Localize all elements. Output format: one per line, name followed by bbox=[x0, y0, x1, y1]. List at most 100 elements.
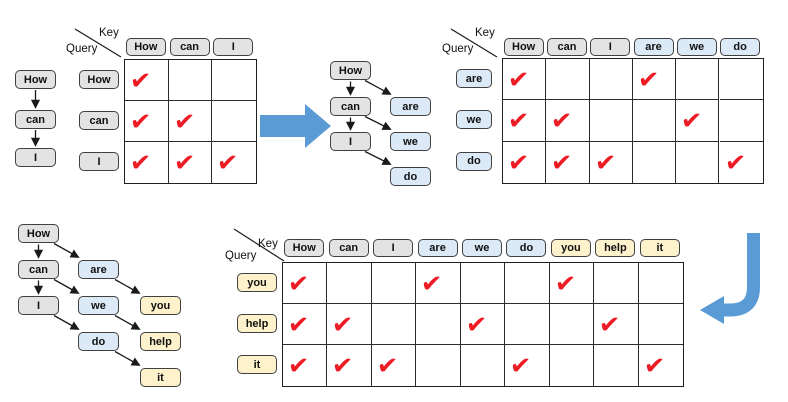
mask-cell: ✔ bbox=[125, 142, 169, 183]
query-box: it bbox=[237, 355, 277, 374]
mask-cell bbox=[719, 59, 763, 101]
chain-token: How bbox=[18, 224, 59, 243]
mask-cell bbox=[505, 304, 550, 345]
key-box: are bbox=[633, 38, 674, 56]
mask-cell: ✔ bbox=[590, 141, 633, 183]
check-icon: ✔ bbox=[550, 105, 574, 136]
key-box: How bbox=[125, 38, 166, 56]
check-icon: ✔ bbox=[507, 147, 530, 178]
generated-token: help bbox=[140, 332, 181, 351]
key-box: you bbox=[550, 239, 591, 257]
query-box: I bbox=[79, 152, 119, 171]
mask-cell: ✔ bbox=[125, 60, 169, 101]
chain-token: can bbox=[18, 260, 59, 279]
generated-token: we bbox=[390, 132, 431, 151]
chain-token: can bbox=[15, 110, 56, 129]
query-box: How bbox=[79, 70, 119, 89]
mask-cell bbox=[638, 263, 684, 304]
key-axis-label: Key bbox=[475, 27, 495, 39]
mask-cell bbox=[633, 141, 677, 183]
mask-cell: ✔ bbox=[503, 59, 547, 101]
mask-cell: ✔ bbox=[503, 141, 547, 183]
check-icon: ✔ bbox=[723, 147, 747, 178]
query-axis-label: Query bbox=[442, 43, 474, 55]
mask-cell bbox=[549, 304, 595, 345]
attention-mask-grid: ✔✔✔✔✔✔✔✔✔✔✔✔ bbox=[282, 262, 685, 387]
chain-token: I bbox=[330, 132, 371, 151]
check-icon: ✔ bbox=[550, 147, 574, 178]
mask-cell bbox=[461, 345, 506, 386]
check-icon: ✔ bbox=[636, 63, 660, 95]
check-icon: ✔ bbox=[331, 350, 355, 381]
mask-cell: ✔ bbox=[639, 345, 683, 386]
check-icon: ✔ bbox=[420, 267, 444, 299]
mask-cell bbox=[589, 59, 633, 101]
key-box: help bbox=[595, 239, 636, 257]
query-axis-label: Query bbox=[66, 43, 98, 55]
attention-mask-grid: ✔✔✔✔✔✔✔✔✔ bbox=[502, 58, 764, 184]
chain-arrow bbox=[53, 242, 80, 258]
mask-cell: ✔ bbox=[549, 263, 595, 304]
mask-cell: ✔ bbox=[632, 59, 677, 101]
mask-cell: ✔ bbox=[546, 100, 590, 142]
key-axis-label: Key bbox=[258, 238, 278, 250]
mask-cell: ✔ bbox=[327, 304, 372, 345]
key-box: we bbox=[676, 38, 717, 56]
chain-arrow bbox=[53, 278, 80, 294]
mask-cell: ✔ bbox=[327, 345, 372, 386]
key-box: I bbox=[590, 38, 631, 56]
check-icon: ✔ bbox=[375, 350, 399, 381]
chain-token: How bbox=[330, 61, 371, 80]
chain-arrow bbox=[114, 314, 141, 330]
mask-cell bbox=[589, 100, 633, 142]
query-box: you bbox=[237, 273, 277, 292]
key-box: I bbox=[213, 38, 254, 56]
check-icon: ✔ bbox=[680, 105, 704, 136]
mask-cell bbox=[371, 304, 417, 345]
check-icon: ✔ bbox=[331, 308, 355, 340]
check-icon: ✔ bbox=[593, 147, 617, 178]
key-box: I bbox=[373, 239, 414, 257]
chain-arrow bbox=[114, 278, 141, 294]
mask-cell bbox=[676, 141, 720, 183]
check-icon: ✔ bbox=[287, 350, 310, 381]
mask-cell: ✔ bbox=[546, 141, 590, 183]
chain-token: can bbox=[330, 97, 371, 116]
mask-cell bbox=[719, 100, 763, 142]
chain-arrow bbox=[364, 150, 392, 165]
query-box: do bbox=[456, 151, 492, 171]
generated-token: do bbox=[390, 167, 431, 186]
query-box: are bbox=[456, 69, 492, 89]
mask-cell bbox=[212, 60, 257, 101]
generated-token: it bbox=[140, 368, 181, 387]
mask-cell bbox=[168, 60, 213, 101]
key-box: How bbox=[284, 239, 325, 257]
query-box: can bbox=[79, 111, 119, 130]
mask-cell: ✔ bbox=[212, 142, 256, 183]
check-icon: ✔ bbox=[172, 105, 196, 137]
mask-cell bbox=[550, 345, 595, 386]
chain-token: I bbox=[18, 296, 59, 315]
mask-cell: ✔ bbox=[720, 142, 763, 183]
mask-cell bbox=[638, 304, 684, 345]
mask-cell: ✔ bbox=[460, 304, 506, 345]
query-box: help bbox=[237, 314, 277, 333]
chain-arrow bbox=[364, 115, 392, 130]
mask-cell: ✔ bbox=[503, 100, 547, 142]
check-icon: ✔ bbox=[642, 350, 666, 381]
check-icon: ✔ bbox=[287, 308, 310, 340]
mask-cell bbox=[371, 263, 417, 304]
generated-token: do bbox=[78, 332, 119, 351]
key-box: can bbox=[546, 38, 587, 56]
key-axis-label: Key bbox=[99, 27, 119, 39]
generated-token: are bbox=[390, 97, 431, 116]
check-icon: ✔ bbox=[287, 267, 310, 299]
mask-cell: ✔ bbox=[505, 345, 550, 386]
check-icon: ✔ bbox=[507, 105, 530, 136]
flow-arrow-down-left-head bbox=[700, 296, 724, 324]
mask-cell bbox=[546, 59, 590, 101]
check-icon: ✔ bbox=[509, 350, 533, 381]
key-box: can bbox=[169, 38, 210, 56]
mask-cell bbox=[416, 345, 461, 386]
flow-arrow-down-left bbox=[722, 233, 760, 317]
